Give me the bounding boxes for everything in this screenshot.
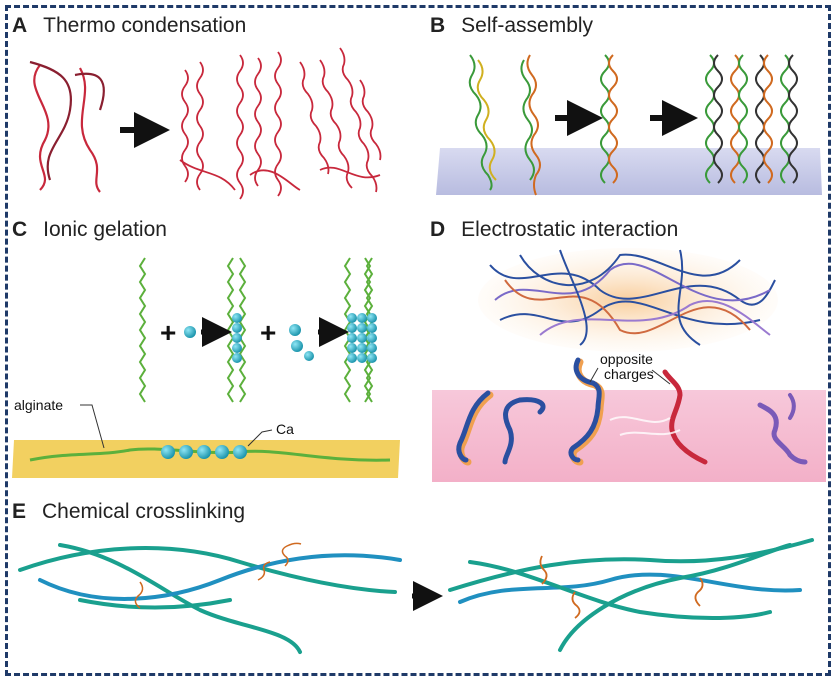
charges-leader-line bbox=[589, 367, 599, 383]
interaction-sparkles bbox=[609, 416, 681, 436]
crosslinkers-unbound bbox=[134, 542, 302, 609]
figure-frame bbox=[5, 5, 831, 676]
panel-c-title-text: Ionic gelation bbox=[43, 218, 167, 241]
ca-ion bbox=[184, 326, 196, 338]
panel-e-letter: E bbox=[12, 500, 27, 523]
panel-b-art bbox=[436, 54, 822, 196]
panel-d-title: D Electrostatic interaction bbox=[430, 218, 678, 242]
panel-a-art bbox=[29, 47, 382, 200]
plus-icon: + bbox=[260, 317, 276, 348]
alginate-leader-line bbox=[80, 404, 105, 449]
collagen-fibrils bbox=[179, 47, 382, 200]
ca-ions-cluster bbox=[289, 324, 314, 361]
panel-e-title-text: Chemical crosslinking bbox=[42, 500, 246, 523]
charges-leader-line bbox=[651, 369, 671, 385]
panel-c-letter: C bbox=[12, 218, 28, 241]
polyelectrolyte-network bbox=[489, 249, 776, 346]
substrate-plate bbox=[436, 148, 822, 195]
collagen-strands-loose bbox=[29, 60, 105, 193]
panel-a-letter: A bbox=[12, 14, 28, 37]
plus-icon: + bbox=[160, 317, 176, 348]
gel-slab bbox=[12, 440, 400, 478]
panel-a-title: A Thermo condensation bbox=[12, 14, 246, 38]
ca-label: Ca bbox=[276, 421, 294, 437]
panel-c-title: C Ionic gelation bbox=[12, 218, 167, 242]
panel-b-letter: B bbox=[430, 14, 446, 37]
opposite-label: opposite bbox=[600, 351, 653, 367]
panel-a-title-text: Thermo condensation bbox=[43, 14, 247, 37]
panel-d-title-text: Electrostatic interaction bbox=[461, 218, 679, 241]
pink-substrate bbox=[432, 390, 826, 482]
peptide-strands bbox=[468, 54, 541, 196]
charges-label: charges bbox=[604, 366, 654, 382]
ca-ions-on-gel bbox=[161, 445, 247, 459]
charged-polymer-chains bbox=[456, 357, 808, 466]
crosslinkers-bound bbox=[539, 555, 704, 619]
fibers-after bbox=[448, 538, 814, 652]
egg-box-structure bbox=[347, 313, 377, 363]
helix-bundle bbox=[705, 54, 798, 184]
ion-column bbox=[232, 313, 242, 363]
panel-e-art bbox=[18, 538, 814, 654]
assembled-helix bbox=[600, 54, 618, 184]
panel-b-title-text: Self-assembly bbox=[461, 14, 594, 37]
ca-leader-line bbox=[247, 429, 273, 447]
panel-e-title: E Chemical crosslinking bbox=[12, 500, 245, 524]
panel-b-title: B Self-assembly bbox=[430, 14, 593, 38]
alginate-label: alginate bbox=[14, 397, 64, 413]
fibers-before bbox=[18, 543, 402, 654]
panel-d-letter: D bbox=[430, 218, 446, 241]
panel-c-art: + + bbox=[12, 257, 400, 478]
panel-d-art bbox=[432, 248, 826, 482]
